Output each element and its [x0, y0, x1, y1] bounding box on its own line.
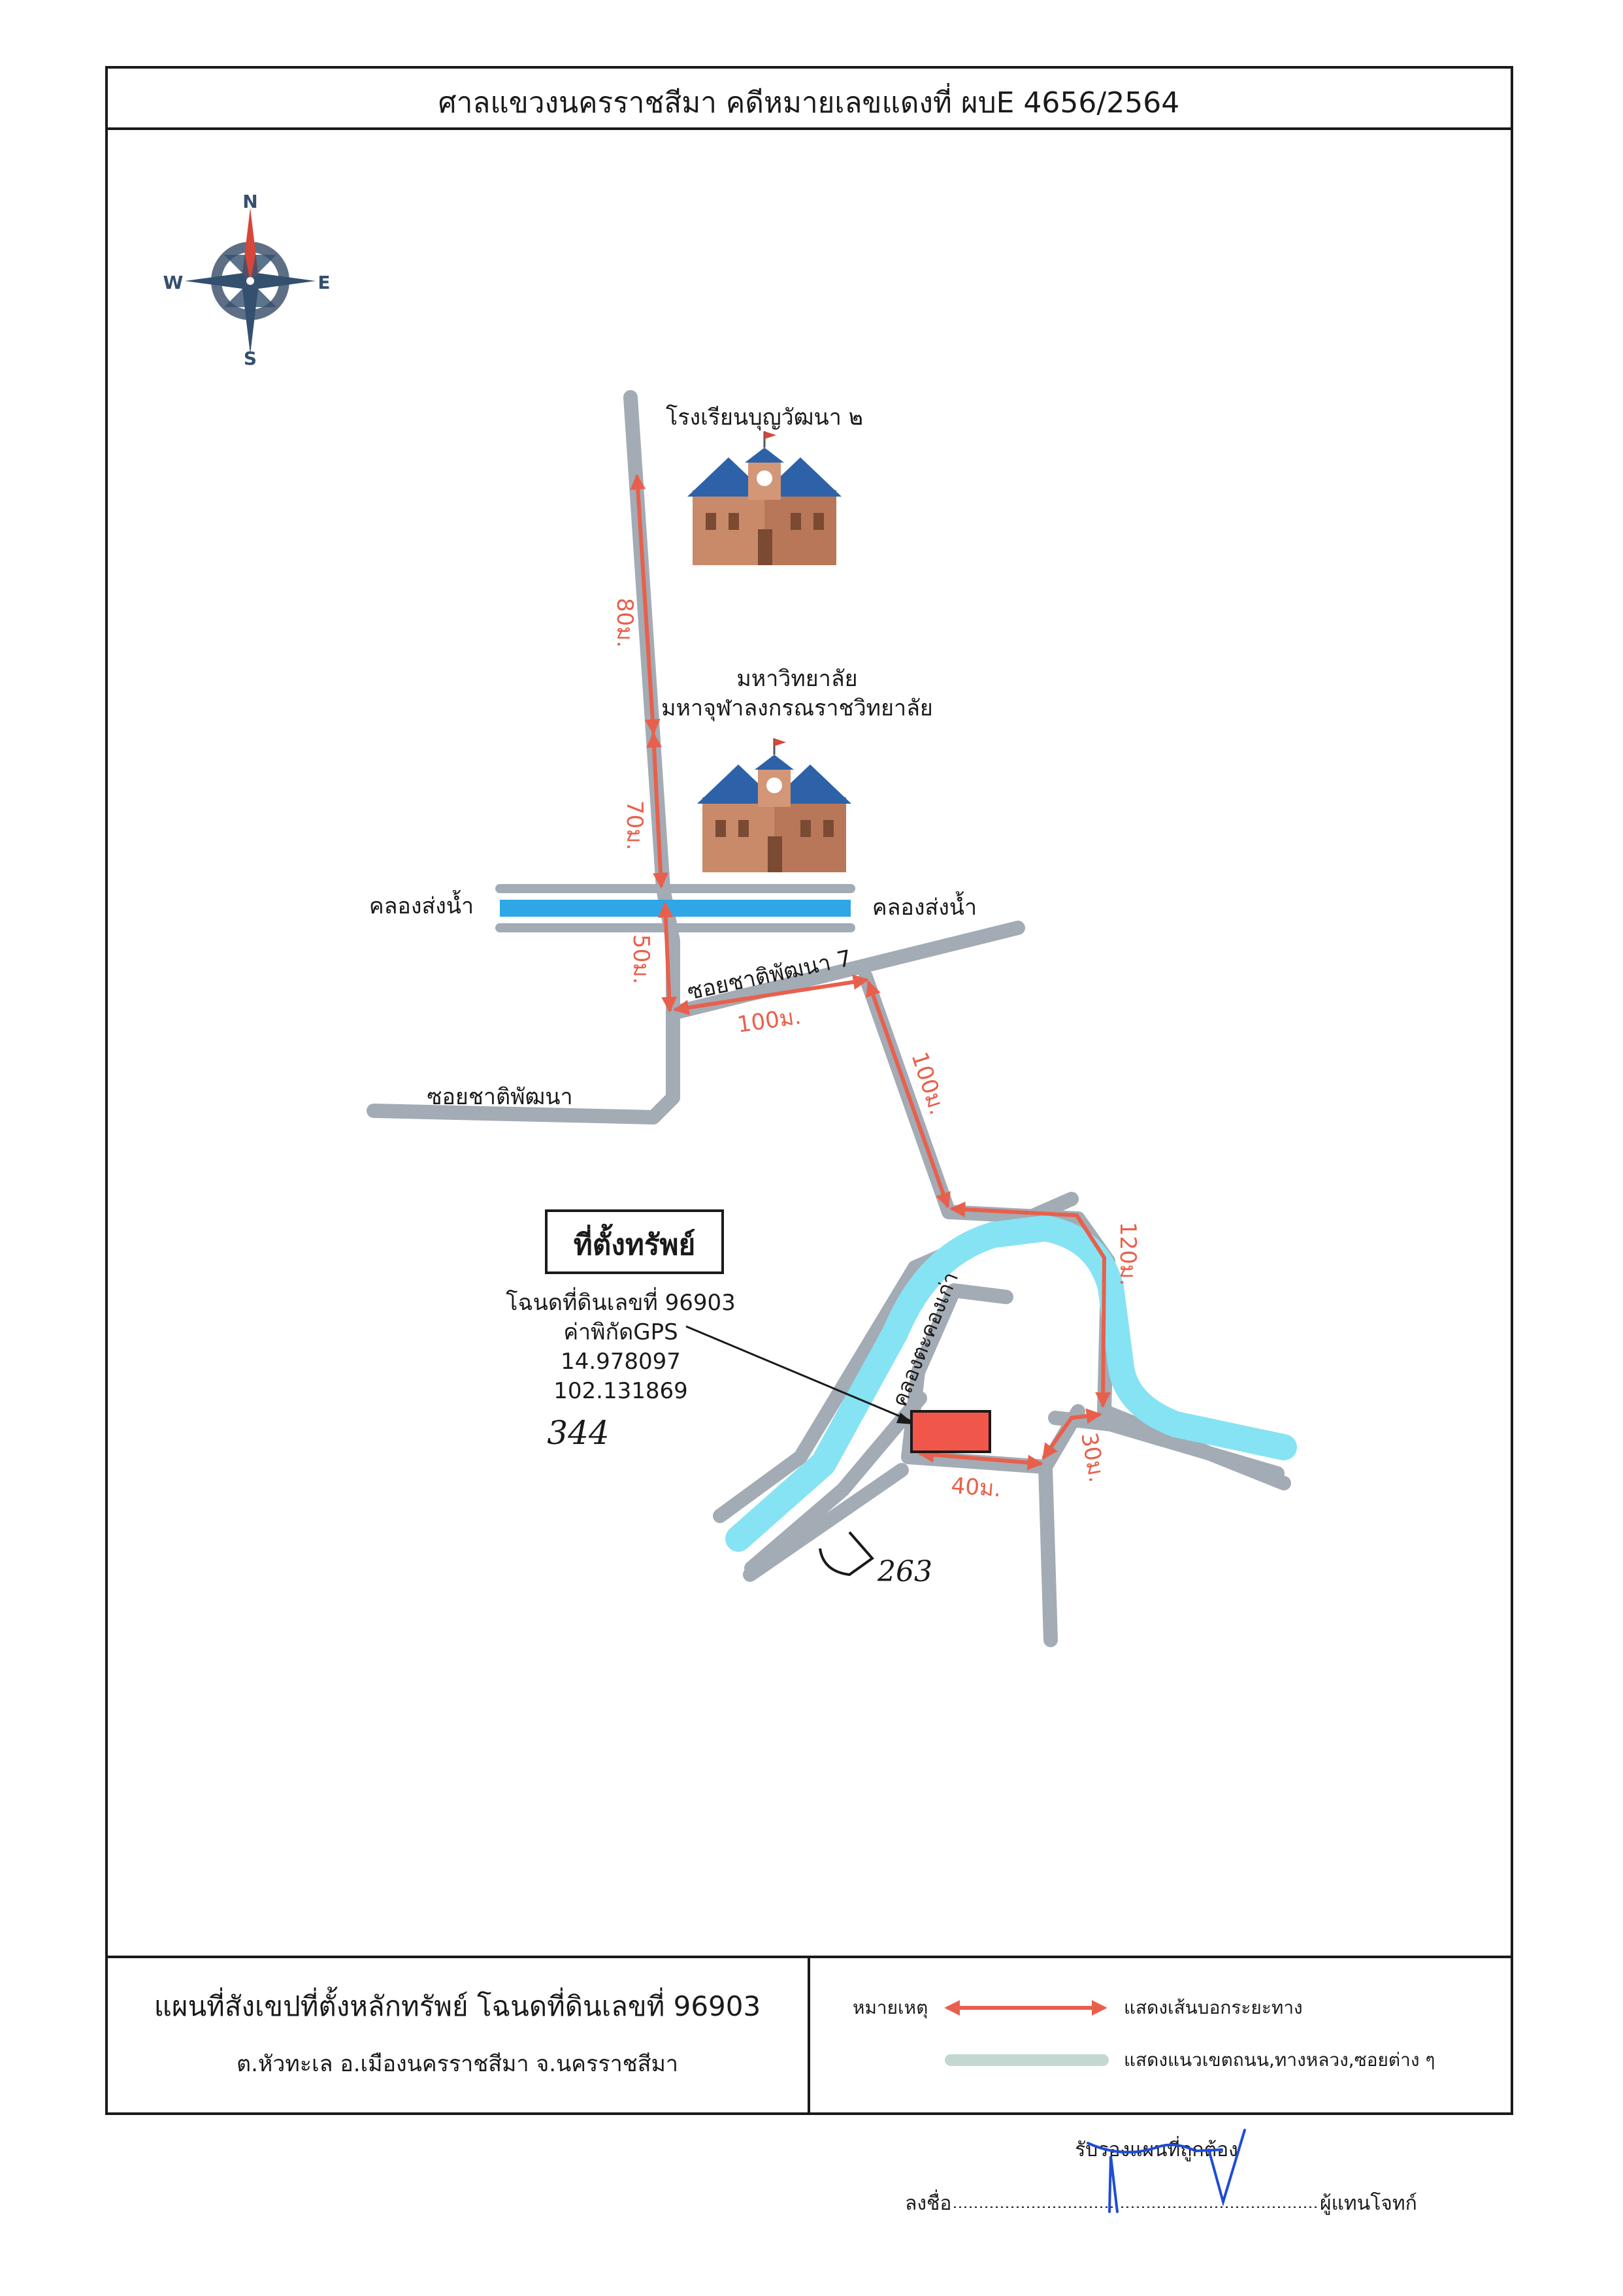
distance-arrows	[630, 474, 1111, 1471]
label-40m: 40ม.	[950, 1473, 1002, 1502]
handwritten-number-1: 344	[547, 1414, 609, 1452]
handwritten-bracket	[819, 1531, 874, 1577]
property-pointer-line	[685, 1325, 912, 1422]
university-building-icon	[697, 738, 851, 872]
page-title: ศาลแขวงนครราชสีมา คดีหมายเลขแดงที่ ผบE 4…	[438, 82, 1179, 120]
compass-south-label: S	[244, 348, 257, 369]
footer-map-title: แผนที่สังเขปที่ตั้งหลักทรัพย์ โฉนดที่ดิน…	[154, 1986, 761, 2022]
property-box-label: ที่ตั้งทรัพย์	[574, 1223, 695, 1262]
label-70m: 70ม.	[621, 800, 648, 850]
main-north-road	[367, 390, 680, 1124]
soi-main-label: ซอยชาติพัฒนา	[427, 1084, 572, 1110]
sheet-frame	[105, 66, 1513, 2115]
legend-road-label: แสดงแนวเขตถนน,ทางหลวง,ซอยต่าง ๆ	[1124, 2049, 1435, 2071]
property-parcel	[910, 1410, 991, 1453]
arrow-50m	[657, 902, 678, 1013]
label-50m: 50ม.	[628, 934, 654, 984]
school-building-icon	[687, 431, 842, 565]
compass-east-label: E	[318, 272, 330, 293]
compass-north-label: N	[242, 191, 257, 212]
legend-arrow-label: แสดงเส้นบอกระยะทาง	[1124, 1997, 1303, 2018]
gps-latitude: 14.978097	[561, 1349, 681, 1375]
legend-title: หมายเหตุ	[853, 1997, 928, 2019]
river-bank-east	[744, 1391, 927, 1575]
property-location-box	[545, 1209, 724, 1274]
arrow-100m-vertical	[866, 980, 951, 1209]
canal-label-left: คลองส่งน้ำ	[369, 890, 474, 919]
compass-rose-icon	[185, 208, 316, 354]
sign-prefix: ลงชื่อ	[905, 2189, 951, 2215]
arrow-100m-horizontal	[673, 974, 869, 1015]
canal-label-right: คลองส่งน้ำ	[872, 891, 977, 921]
label-100m-horizontal: 100ม.	[736, 1004, 803, 1038]
footer-location: ต.หัวทะเล อ.เมืองนครราชสีมา จ.นครราชสีมา	[237, 2051, 678, 2077]
label-30m: 30ม.	[1075, 1431, 1110, 1484]
south-road	[1038, 1460, 1058, 1647]
arrow-80m	[630, 474, 661, 735]
handwritten-number-2: 263	[877, 1555, 932, 1588]
label-80m: 80ม.	[612, 598, 638, 648]
university-label-line1: มหาวิทยาลัย	[736, 666, 857, 692]
signature-scribble	[1087, 2129, 1246, 2213]
property-details: โฉนดที่ดินเลขที่ 96903 ค่าพิกัดGPS 14.97…	[506, 1287, 736, 1404]
arrow-40m	[918, 1447, 1043, 1471]
southwest-road	[743, 1463, 909, 1582]
university-label-line2: มหาจุฬาลงกรณราชวิทยาลัย	[661, 695, 933, 721]
deed-number: โฉนดที่ดินเลขที่ 96903	[506, 1287, 736, 1316]
arrow-30m	[1042, 1408, 1102, 1460]
label-120m: 120ม.	[1115, 1222, 1141, 1286]
school-label: โรงเรียนบุญวัฒนา ๒	[666, 404, 863, 431]
gps-label: ค่าพิกัดGPS	[563, 1319, 678, 1345]
sign-suffix: ผู้แทนโจทก์	[1320, 2191, 1417, 2215]
compass-west-label: W	[163, 272, 184, 293]
arrow-120m	[949, 1202, 1111, 1408]
gps-longitude: 102.131869	[553, 1378, 688, 1404]
arrow-70m	[646, 732, 668, 889]
